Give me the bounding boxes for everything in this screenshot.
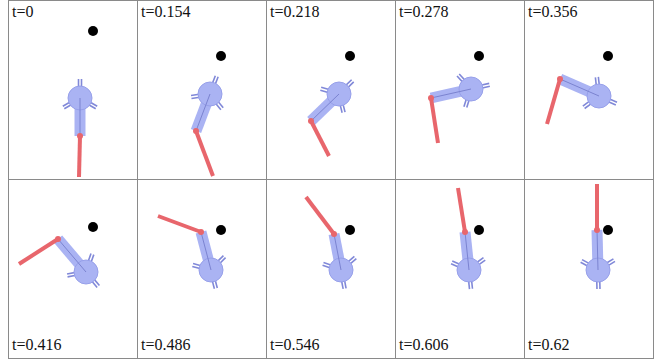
target-dot xyxy=(216,51,226,61)
joint xyxy=(428,95,434,101)
robot-illustration xyxy=(525,1,654,180)
frame-panel: t=0.356 xyxy=(524,0,654,180)
time-label: t=0.606 xyxy=(397,336,450,354)
time-label: t=0.62 xyxy=(526,336,571,354)
link-axis xyxy=(58,239,86,272)
lower-link xyxy=(431,98,438,143)
frame-panel: t=0 xyxy=(8,0,138,180)
robot-illustration xyxy=(396,1,525,180)
lower-link xyxy=(595,184,599,230)
target-dot xyxy=(88,222,98,232)
link-axis xyxy=(201,232,211,270)
time-label: t=0.486 xyxy=(139,336,192,354)
link-axis xyxy=(465,232,469,270)
frame-panel: t=0.606 xyxy=(395,179,525,359)
upper-link xyxy=(311,94,339,121)
joint xyxy=(557,76,563,82)
target-dot xyxy=(603,51,613,61)
frame-panel: t=0.486 xyxy=(137,179,267,359)
lower-link xyxy=(196,131,213,176)
robot-illustration xyxy=(267,1,396,180)
frame-panel: t=0.278 xyxy=(395,0,525,180)
joint xyxy=(308,118,314,124)
target-dot xyxy=(603,225,613,235)
time-label: t=0.416 xyxy=(10,336,63,354)
link-axis xyxy=(597,230,598,270)
robot-illustration xyxy=(396,180,525,359)
lower-link xyxy=(79,136,80,177)
lower-link xyxy=(458,188,465,232)
upper-link xyxy=(58,239,86,272)
robot-illustration xyxy=(267,180,396,359)
frame-panel: t=0.154 xyxy=(137,0,267,180)
time-label: t=0.154 xyxy=(139,3,192,21)
robot-illustration xyxy=(525,180,654,359)
lower-link xyxy=(158,216,201,232)
target-dot xyxy=(345,51,355,61)
frame-panel: t=0.416 xyxy=(8,179,138,359)
time-label: t=0 xyxy=(10,3,35,21)
target-dot xyxy=(216,225,226,235)
target-dot xyxy=(345,225,355,235)
joint xyxy=(55,236,61,242)
target-dot xyxy=(474,51,484,61)
link-axis xyxy=(334,234,341,270)
joint xyxy=(198,229,204,235)
robot-illustration xyxy=(138,1,267,180)
robot-illustration xyxy=(9,1,138,180)
lower-link xyxy=(311,121,329,156)
link-axis xyxy=(196,94,210,131)
target-dot xyxy=(88,26,98,36)
time-label: t=0.278 xyxy=(397,3,450,21)
lower-link xyxy=(306,197,334,234)
robot-illustration xyxy=(9,180,138,359)
lower-link xyxy=(19,239,58,264)
target-dot xyxy=(474,225,484,235)
lower-link xyxy=(547,79,560,124)
link-axis xyxy=(311,94,339,121)
link-axis xyxy=(431,89,471,98)
joint xyxy=(331,231,337,237)
time-label: t=0.218 xyxy=(268,3,321,21)
link-axis xyxy=(560,79,599,96)
frame-panel: t=0.62 xyxy=(524,179,654,359)
joint xyxy=(462,229,468,235)
frame-panel: t=0.218 xyxy=(266,0,396,180)
joint xyxy=(594,227,600,233)
time-label: t=0.546 xyxy=(268,336,321,354)
link-axis xyxy=(80,98,81,136)
time-label: t=0.356 xyxy=(526,3,579,21)
joint xyxy=(193,128,199,134)
robot-illustration xyxy=(138,180,267,359)
frame-panel: t=0.546 xyxy=(266,179,396,359)
joint xyxy=(77,133,83,139)
